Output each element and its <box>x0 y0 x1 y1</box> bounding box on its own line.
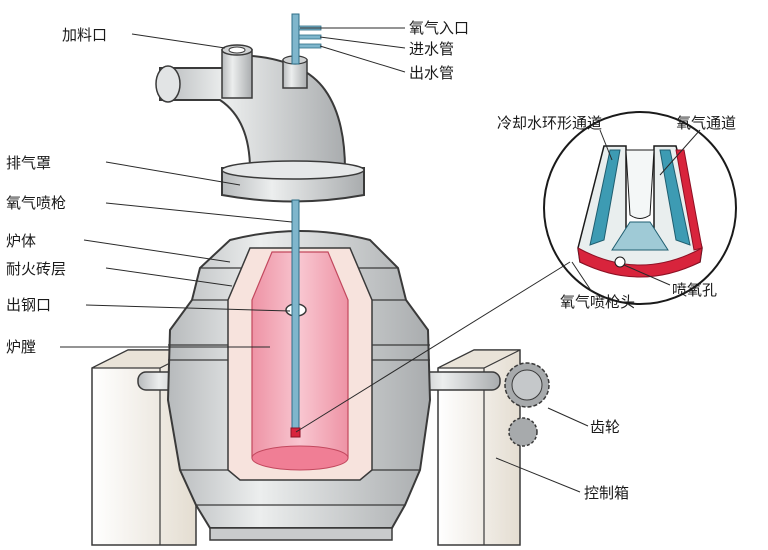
label-oxygen-hole: 喷氧孔 <box>672 281 717 299</box>
exhaust-hood <box>155 44 365 203</box>
label-oxygen-lance: 氧气喷枪 <box>6 194 66 212</box>
label-refractory-layer: 耐火砖层 <box>6 260 66 278</box>
label-water-in: 进水管 <box>409 40 454 58</box>
label-exhaust-hood: 排气罩 <box>6 154 51 172</box>
control-box <box>437 349 521 546</box>
leader-lines <box>60 27 701 493</box>
lance-head-inset <box>543 111 737 305</box>
label-gear: 齿轮 <box>590 418 620 436</box>
label-furnace-body: 炉体 <box>6 232 36 250</box>
label-oxygen-channel: 氧气通道 <box>676 114 736 132</box>
label-tap-hole: 出钢口 <box>6 296 51 314</box>
label-lance-head: 氧气喷枪头 <box>560 293 635 311</box>
label-oxygen-inlet: 氧气入口 <box>409 19 469 37</box>
label-cooling-channel: 冷却水环形通道 <box>497 114 602 132</box>
label-water-out: 出水管 <box>409 64 454 82</box>
label-furnace-chamber: 炉膛 <box>6 338 36 356</box>
label-feed-port: 加料口 <box>62 26 107 44</box>
label-control-box: 控制箱 <box>584 484 629 502</box>
labels: 加料口 氧气入口 进水管 出水管 排气罩 氧气喷枪 炉体 耐火砖层 出钢口 炉膛… <box>6 19 736 502</box>
gear <box>504 362 550 447</box>
